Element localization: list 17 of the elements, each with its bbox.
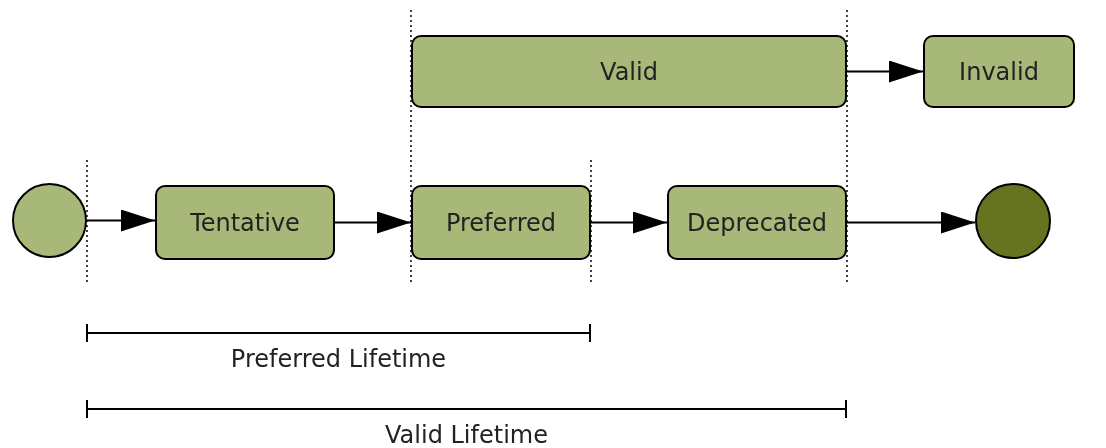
state-box xyxy=(923,35,1075,108)
state-box xyxy=(411,35,847,108)
state-box xyxy=(667,185,847,260)
state-box xyxy=(411,185,591,260)
arrow xyxy=(846,60,924,83)
state-box xyxy=(155,185,335,260)
arrow xyxy=(334,211,412,234)
arrow xyxy=(590,211,668,234)
dimension-label: Valid Lifetime xyxy=(385,420,548,448)
dimension-label: Preferred Lifetime xyxy=(230,344,447,374)
state-label: Preferred xyxy=(445,207,557,238)
arrow xyxy=(846,211,976,234)
state-label: Valid xyxy=(600,56,658,87)
state-label: Deprecated xyxy=(687,207,827,238)
state-label: Invalid xyxy=(959,56,1039,87)
state-label: Tentative xyxy=(190,207,300,238)
arrow xyxy=(86,209,156,232)
